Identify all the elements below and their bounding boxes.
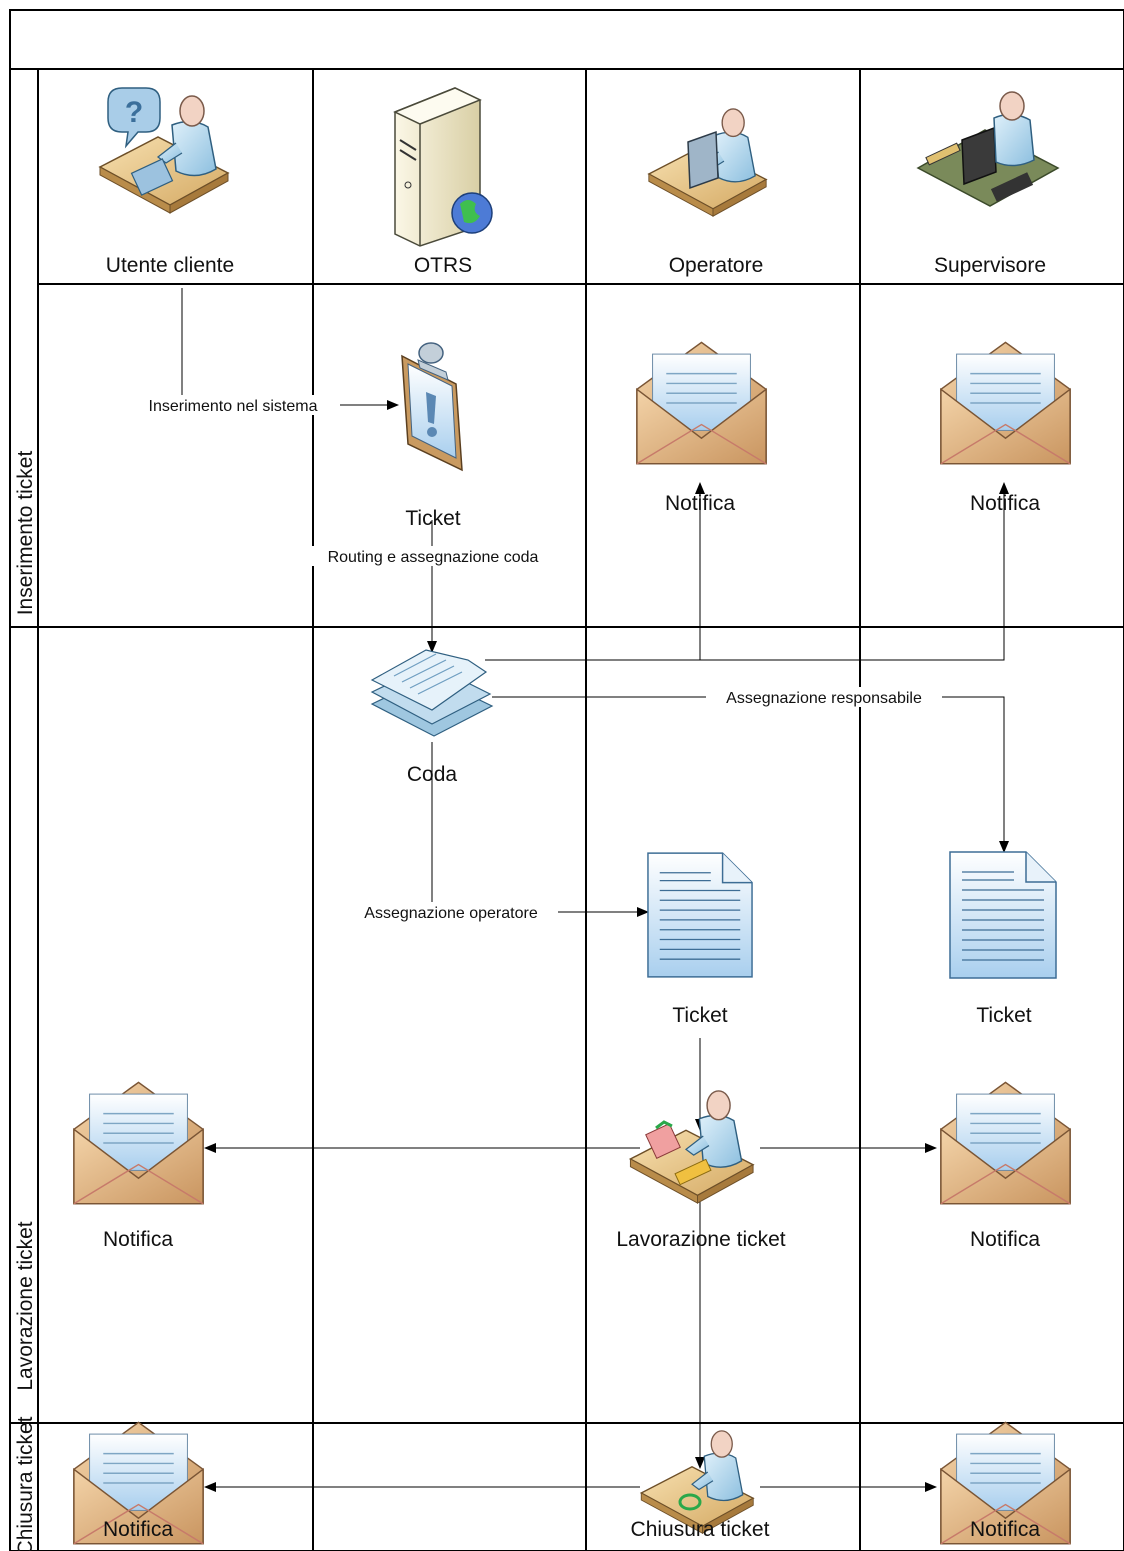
envelope-icon [73,1081,204,1205]
document-icon [949,851,1057,979]
swimlane-grid [9,9,1124,1551]
edge-labels: Inserimento nel sistema Routing e assegn… [126,395,942,922]
envelope-icon [636,341,767,465]
actor-supervisore-icon [916,91,1060,207]
node-notifica-utente-chiusura: Notifica [103,1518,173,1541]
actor-operatore: Operatore [669,254,764,277]
lane-label-inserimento: Inserimento ticket [14,451,37,616]
node-notifica-operatore: Notifica [665,492,735,515]
node-ticket-supervisore: Ticket [976,1004,1031,1027]
worker-at-desk-icon [629,1090,754,1204]
actor-utente-icon: ? [99,87,229,214]
actor-supervisore: Supervisore [934,254,1046,277]
lane-label-lavorazione: Lavorazione ticket [14,1221,37,1390]
node-chiusura: Chiusura ticket [631,1518,770,1541]
node-coda: Coda [407,763,458,786]
node-lavorazione: Lavorazione ticket [616,1228,785,1251]
actor-otrs: OTRS [414,254,472,277]
envelope-icon [940,341,1071,465]
edge-label-routing: Routing e assegnazione coda [328,549,539,566]
edge-label-operatore: Assegnazione operatore [364,905,538,922]
server-icon [393,87,493,247]
envelope-icon [940,1081,1071,1205]
closing-worker-icon [640,1430,754,1534]
queue-stack-icon [370,649,494,737]
lane-label-chiusura: Chiusura ticket [14,1416,37,1551]
node-notifica-utente-lavorazione: Notifica [103,1228,173,1251]
edge-label-responsabile: Assegnazione responsabile [726,690,922,707]
svg-text:?: ? [125,96,143,129]
node-ticket-operatore: Ticket [672,1004,727,1027]
lane-labels: Inserimento ticket Lavorazione ticket Ch… [14,451,37,1551]
node-notifica-supervisore-lavorazione: Notifica [970,1228,1040,1251]
ticket-clipboard-icon [401,342,463,472]
connectors [181,288,1009,1492]
document-icon [647,852,753,978]
actor-labels: Utente cliente OTRS Operatore Supervisor… [106,254,1046,277]
node-notifica-supervisore: Notifica [970,492,1040,515]
actor-utente-cliente: Utente cliente [106,254,234,277]
node-ticket-otrs: Ticket [405,507,460,530]
edge-label-inserimento: Inserimento nel sistema [149,398,318,415]
node-notifica-supervisore-chiusura: Notifica [970,1518,1040,1541]
actor-operatore-icon [648,108,767,217]
